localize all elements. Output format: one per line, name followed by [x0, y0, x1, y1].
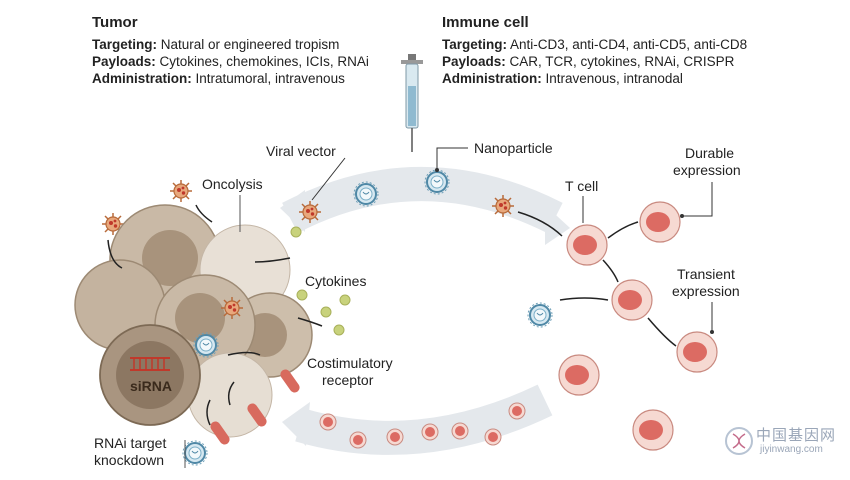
tumor-payloads-value: Cytokines, chemokines, ICIs, RNAi [155, 54, 369, 69]
rnai-label-1: RNAi target [94, 435, 167, 451]
immune-administration-label: Administration: [442, 71, 542, 86]
tumor-targeting: Targeting: Natural or engineered tropism [92, 36, 339, 53]
virus-icon [491, 194, 515, 218]
cytokine-dots [290, 226, 351, 336]
sirna-label: siRNA [130, 378, 173, 394]
immune-administration: Administration: Intravenous, intranodal [442, 70, 683, 87]
transient-label-1: Transient [677, 266, 735, 282]
upper-arrow-head-left [280, 190, 305, 232]
immune-payloads: Payloads: CAR, TCR, cytokines, RNAi, CRI… [442, 53, 734, 70]
small-t-cell-icon [349, 431, 367, 449]
tumor-payloads-label: Payloads: [92, 54, 156, 69]
t-cell-icon [632, 409, 674, 451]
tumor-title: Tumor [92, 14, 138, 31]
t-cell-icon [611, 279, 653, 321]
small-t-cell-icon [508, 402, 526, 420]
tumor-targeting-label: Targeting: [92, 37, 157, 52]
virus-icon [298, 200, 322, 224]
tumor-administration-value: Intratumoral, intravenous [191, 71, 345, 86]
tumor-targeting-value: Natural or engineered tropism [157, 37, 340, 52]
immune-payloads-value: CAR, TCR, cytokines, RNAi, CRISPR [505, 54, 735, 69]
costim-receptor-icon [280, 369, 300, 393]
durable-label-2: expression [673, 162, 741, 178]
nanoparticle-leader [436, 147, 468, 170]
tumor-payloads: Payloads: Cytokines, chemokines, ICIs, R… [92, 53, 369, 70]
process-arrows [107, 204, 323, 426]
viral-vector-leader [311, 157, 346, 201]
durable-label-1: Durable [685, 145, 735, 161]
t-cell-icon [558, 354, 600, 396]
nanoparticle-icon [182, 440, 208, 466]
small-t-cell-icon [484, 428, 502, 446]
small-t-cell-icon [319, 413, 337, 431]
virus-icon [220, 296, 244, 320]
small-t-cell-icon [421, 423, 439, 441]
cytokines-label: Cytokines [305, 273, 367, 289]
dna-logo-icon [725, 427, 753, 455]
watermark: 中国基因网 jiyinwang.com [722, 422, 842, 462]
tumor-administration: Administration: Intratumoral, intravenou… [92, 70, 345, 87]
immune-arrows [517, 211, 677, 347]
immune-targeting-label: Targeting: [442, 37, 507, 52]
upper-arrow-band [282, 167, 563, 234]
immune-title: Immune cell [442, 14, 529, 31]
syringe-icon [401, 54, 423, 152]
immune-administration-value: Intravenous, intranodal [541, 71, 683, 86]
t-cell-icon [639, 201, 681, 243]
immune-payloads-label: Payloads: [442, 54, 506, 69]
oncolysis-label: Oncolysis [202, 176, 263, 192]
tumor-administration-label: Administration: [92, 71, 192, 86]
nanoparticle-icon [527, 302, 553, 328]
t-cell-icon [676, 331, 718, 373]
immune-targeting: Targeting: Anti-CD3, anti-CD4, anti-CD5,… [442, 36, 747, 53]
rnai-label-2: knockdown [94, 452, 165, 468]
upper-arrow-head-right [545, 205, 570, 245]
nanoparticle-label: Nanoparticle [474, 140, 553, 156]
small-t-cell-icon [451, 422, 469, 440]
t-cell-icon [566, 224, 608, 266]
viral-vector-label: Viral vector [266, 143, 336, 159]
tumor-mass [74, 204, 313, 438]
sirna-icon [130, 357, 170, 371]
transient-label-2: expression [672, 283, 740, 299]
costimulatory-label-2: receptor [322, 372, 374, 388]
durable-leader [682, 182, 713, 217]
watermark-en: jiyinwang.com [760, 444, 823, 455]
small-t-cell-icon [386, 428, 404, 446]
costim-receptor-icon [210, 421, 230, 445]
costimulatory-label-1: Costimulatory [307, 355, 393, 371]
immune-targeting-value: Anti-CD3, anti-CD4, anti-CD5, anti-CD8 [507, 37, 748, 52]
t-cell-label: T cell [565, 178, 599, 194]
virus-icon [169, 179, 193, 203]
watermark-cn: 中国基因网 [756, 427, 837, 444]
lower-arrow-head [282, 402, 310, 446]
costim-receptor-icon [247, 403, 267, 427]
